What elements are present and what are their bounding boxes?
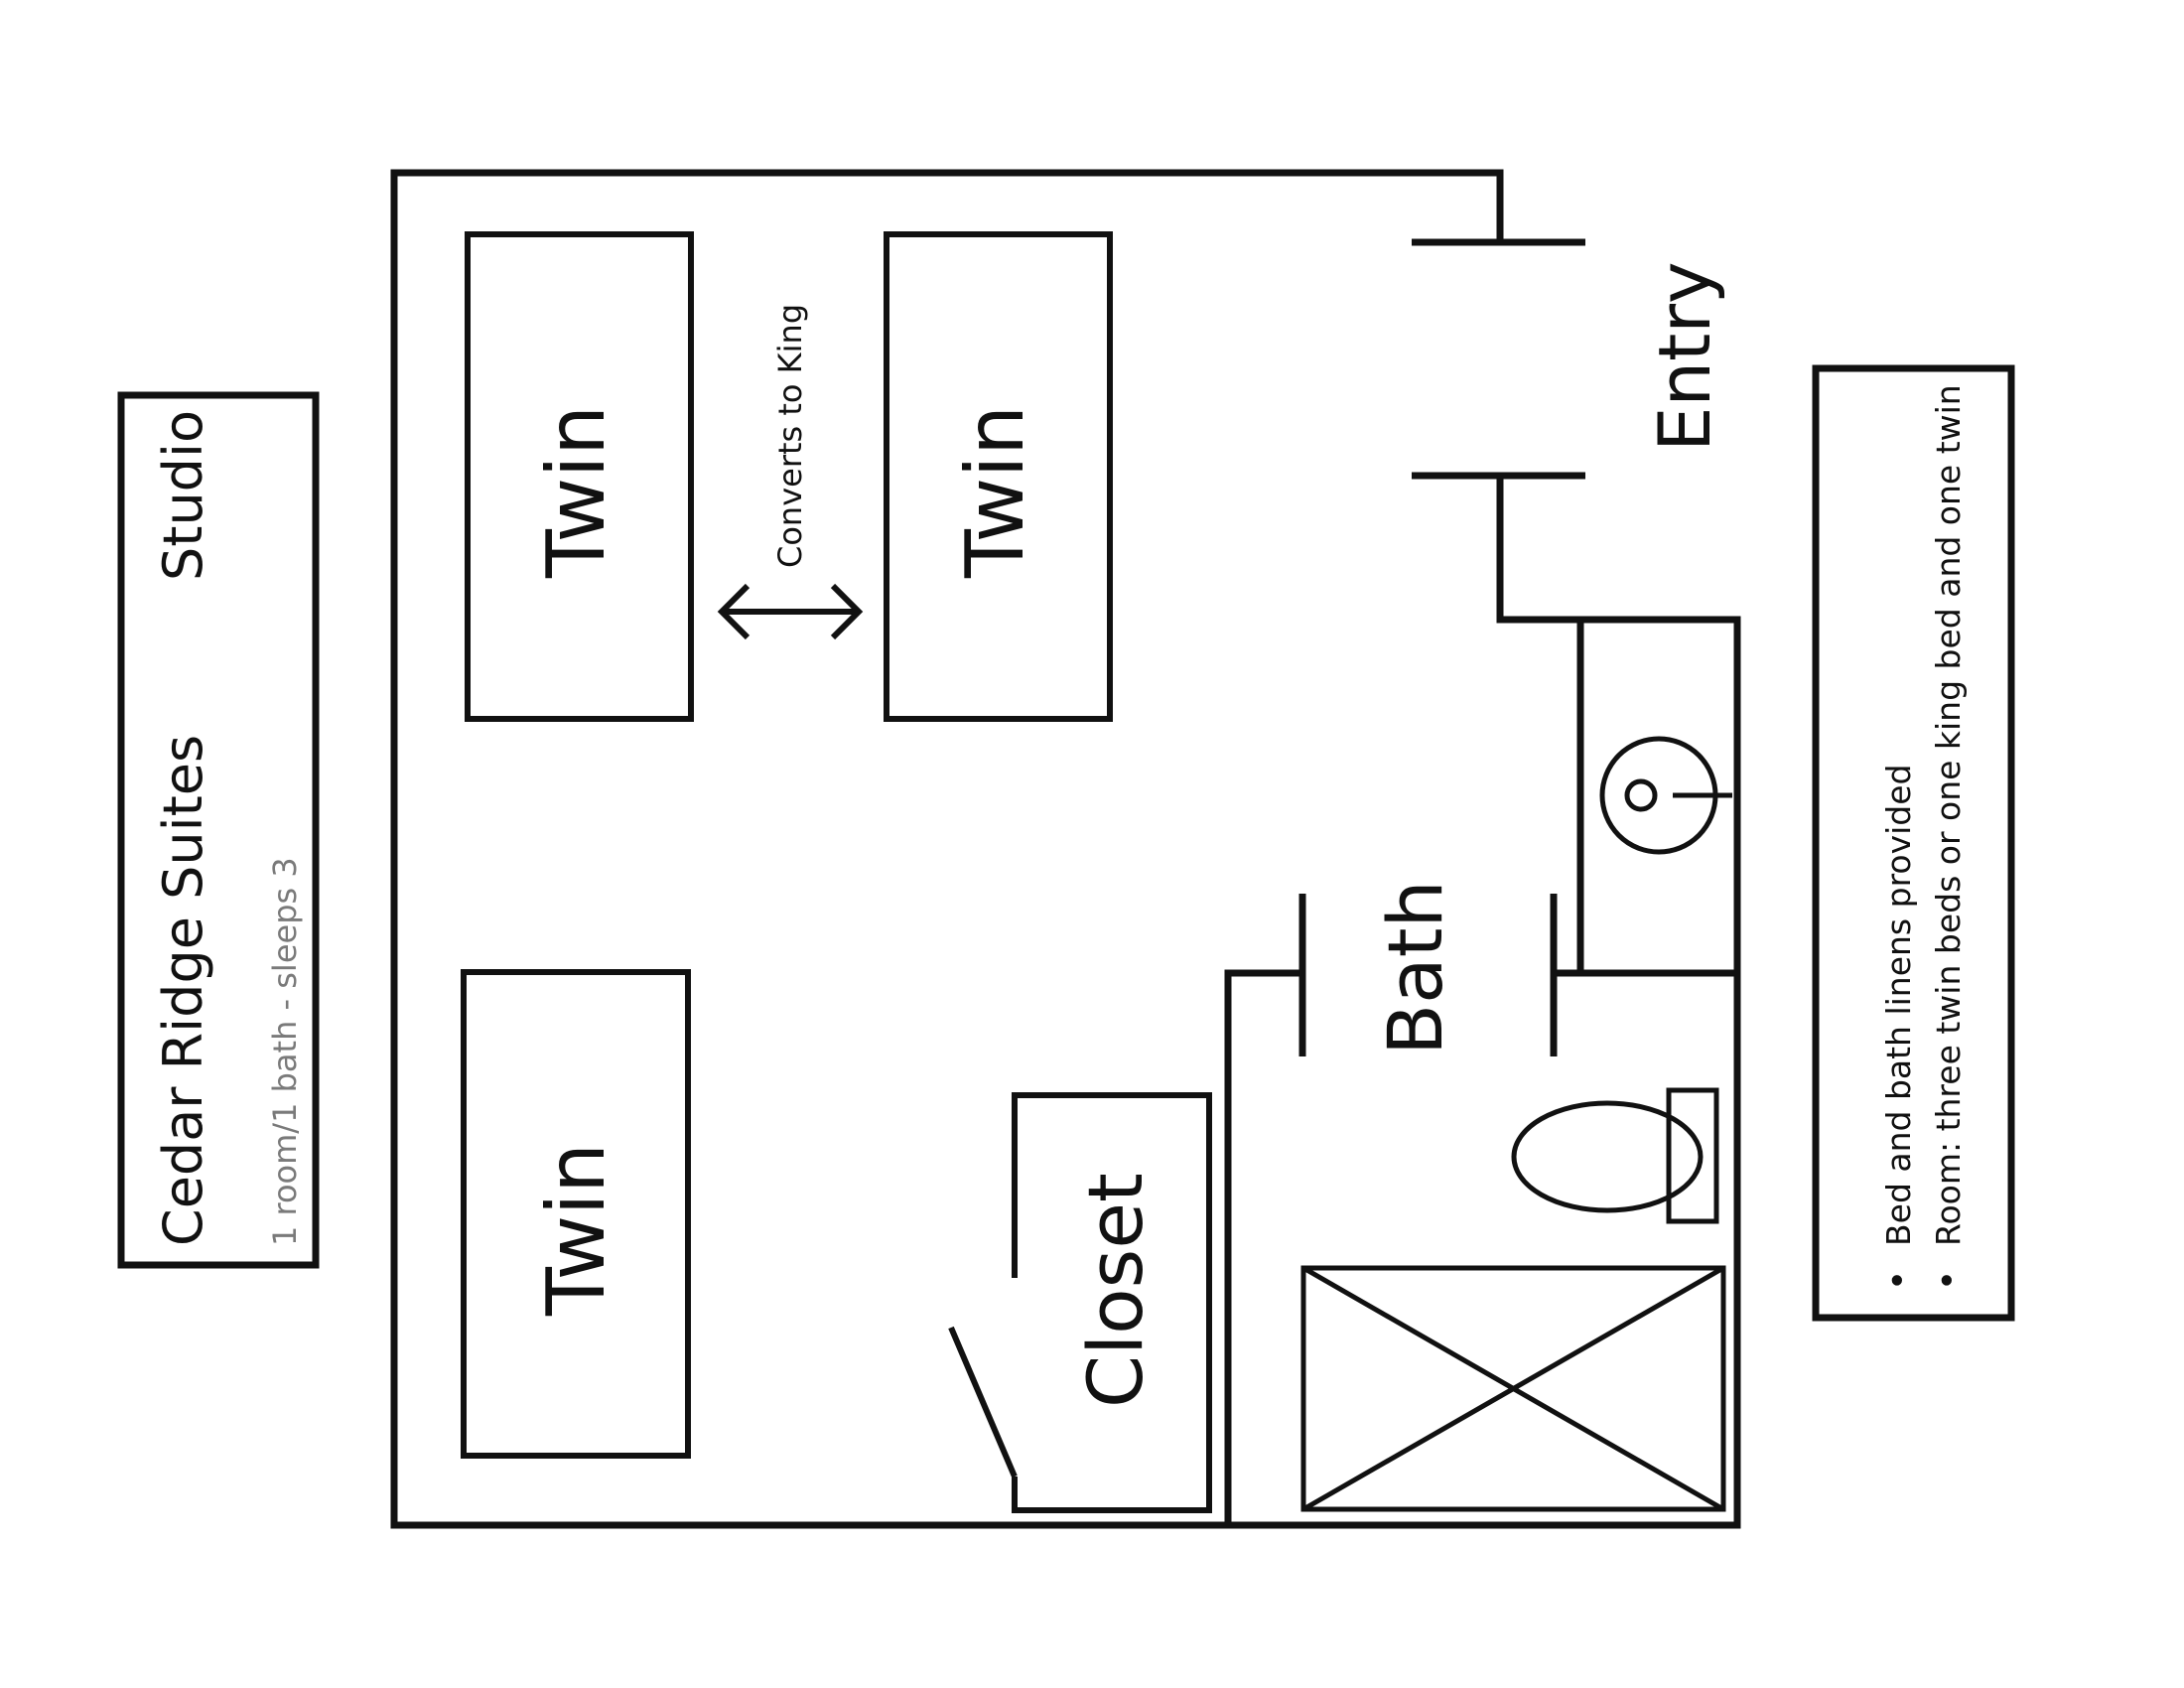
twin-bed-1 — [465, 231, 694, 722]
shower-icon — [1300, 1265, 1726, 1512]
twin-bed-3-label: Twin — [530, 1143, 622, 1317]
sink-icon — [1599, 736, 1732, 855]
twin-bed-2 — [884, 231, 1113, 722]
closet-walls — [1012, 1092, 1212, 1513]
twin-bed-1-label: Twin — [530, 405, 622, 579]
bath-door-jambs — [1298, 894, 1558, 1056]
title-block-frame — [117, 391, 320, 1269]
unit-type: Studio — [152, 410, 214, 581]
unit-summary: 1 room/1 bath - sleeps 3 — [266, 857, 304, 1246]
closet-label: Closet — [1071, 1173, 1160, 1408]
entry-label: Entry — [1643, 261, 1726, 452]
property-name: Cedar Ridge Suites — [152, 735, 214, 1246]
entry-door-jambs — [1412, 238, 1585, 480]
bath-label: Bath — [1371, 880, 1459, 1055]
closet-door-icon — [948, 1326, 1018, 1478]
notes-list: • Bed and bath linens provided • Room: t… — [1878, 384, 1969, 1291]
converts-to-king-note: Converts to King — [771, 304, 809, 568]
sink-alcove-walls — [1576, 620, 1737, 977]
list-bullet: • — [1928, 1270, 1969, 1291]
twin-bed-2-label: Twin — [949, 405, 1041, 579]
outer-walls — [390, 169, 1741, 1529]
twin-bed-3 — [461, 969, 691, 1459]
note-item: Room: three twin beds or one king bed an… — [1929, 384, 1968, 1246]
list-bullet: • — [1878, 1270, 1919, 1291]
double-arrow-icon — [717, 583, 864, 640]
toilet-icon — [1511, 1087, 1719, 1224]
note-item: Bed and bath linens provided — [1879, 765, 1918, 1247]
notes-frame — [1812, 364, 2015, 1322]
